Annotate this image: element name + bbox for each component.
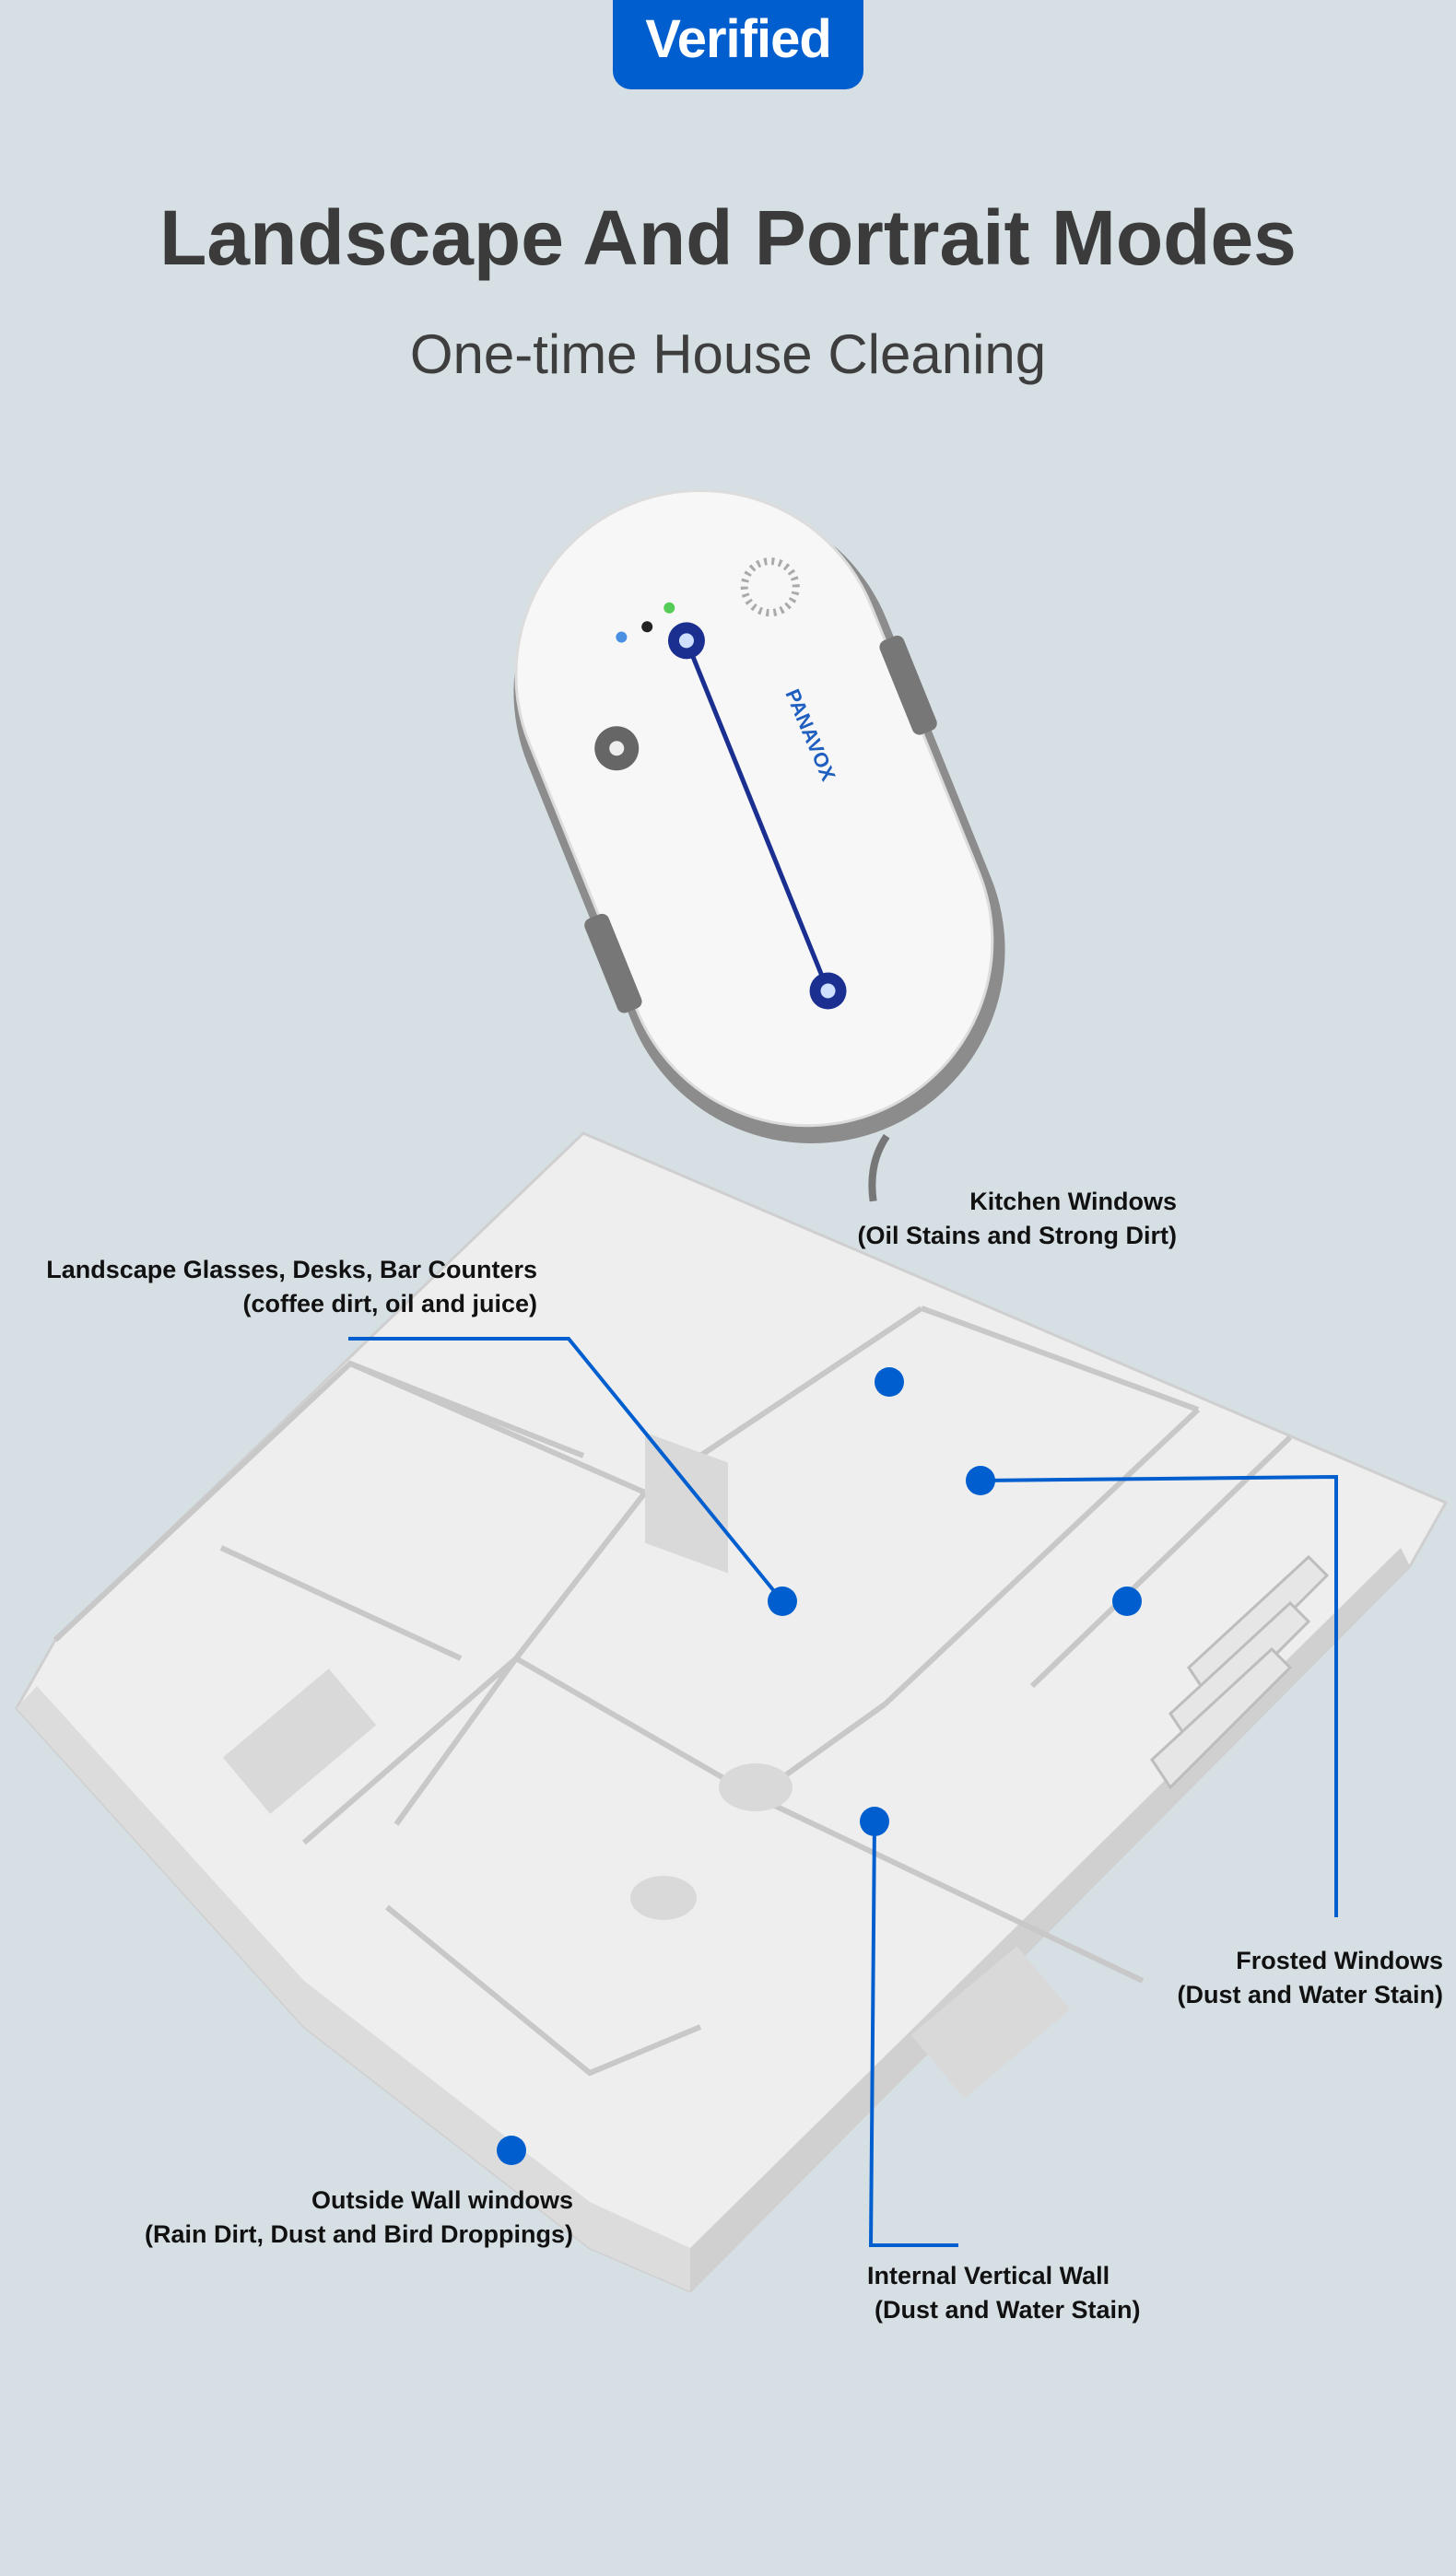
marker-outside bbox=[497, 2136, 526, 2165]
callout-outside: Outside Wall windows (Rain Dirt, Dust an… bbox=[145, 2184, 573, 2252]
marker-internal bbox=[860, 1807, 889, 1836]
marker-landscape bbox=[768, 1587, 797, 1616]
callout-detail: (Oil Stains and Strong Dirt) bbox=[857, 1222, 1177, 1249]
callout-title: Landscape Glasses, Desks, Bar Counters bbox=[46, 1256, 537, 1283]
window-cleaning-robot bbox=[513, 488, 1005, 1202]
marker-kitchen bbox=[875, 1367, 904, 1397]
verified-label: Verified bbox=[645, 9, 832, 69]
callout-title: Internal Vertical Wall bbox=[867, 2262, 1110, 2289]
callout-title: Kitchen Windows bbox=[969, 1188, 1177, 1215]
page-title: Landscape And Portrait Modes bbox=[159, 194, 1297, 281]
callout-detail: (Dust and Water Stain) bbox=[1177, 1981, 1443, 2008]
page-subtitle: One-time House Cleaning bbox=[409, 323, 1047, 385]
callout-internal: Internal Vertical Wall (Dust and Water S… bbox=[867, 2259, 1141, 2327]
callout-title: Outside Wall windows bbox=[311, 2186, 573, 2214]
callout-frosted: Frosted Windows (Dust and Water Stain) bbox=[1177, 1944, 1443, 2012]
marker-frosted-inner bbox=[1112, 1587, 1142, 1616]
callout-kitchen: Kitchen Windows (Oil Stains and Strong D… bbox=[857, 1185, 1177, 1253]
marker-frosted bbox=[966, 1466, 995, 1495]
callout-detail: (coffee dirt, oil and juice) bbox=[242, 1290, 537, 1317]
verified-badge: Verified bbox=[613, 0, 863, 89]
callout-title: Frosted Windows bbox=[1236, 1947, 1443, 1974]
callout-landscape: Landscape Glasses, Desks, Bar Counters (… bbox=[46, 1253, 537, 1321]
callout-detail: (Dust and Water Stain) bbox=[875, 2296, 1141, 2324]
callout-detail: (Rain Dirt, Dust and Bird Droppings) bbox=[145, 2220, 573, 2248]
house-floorplan bbox=[15, 1131, 1449, 2293]
